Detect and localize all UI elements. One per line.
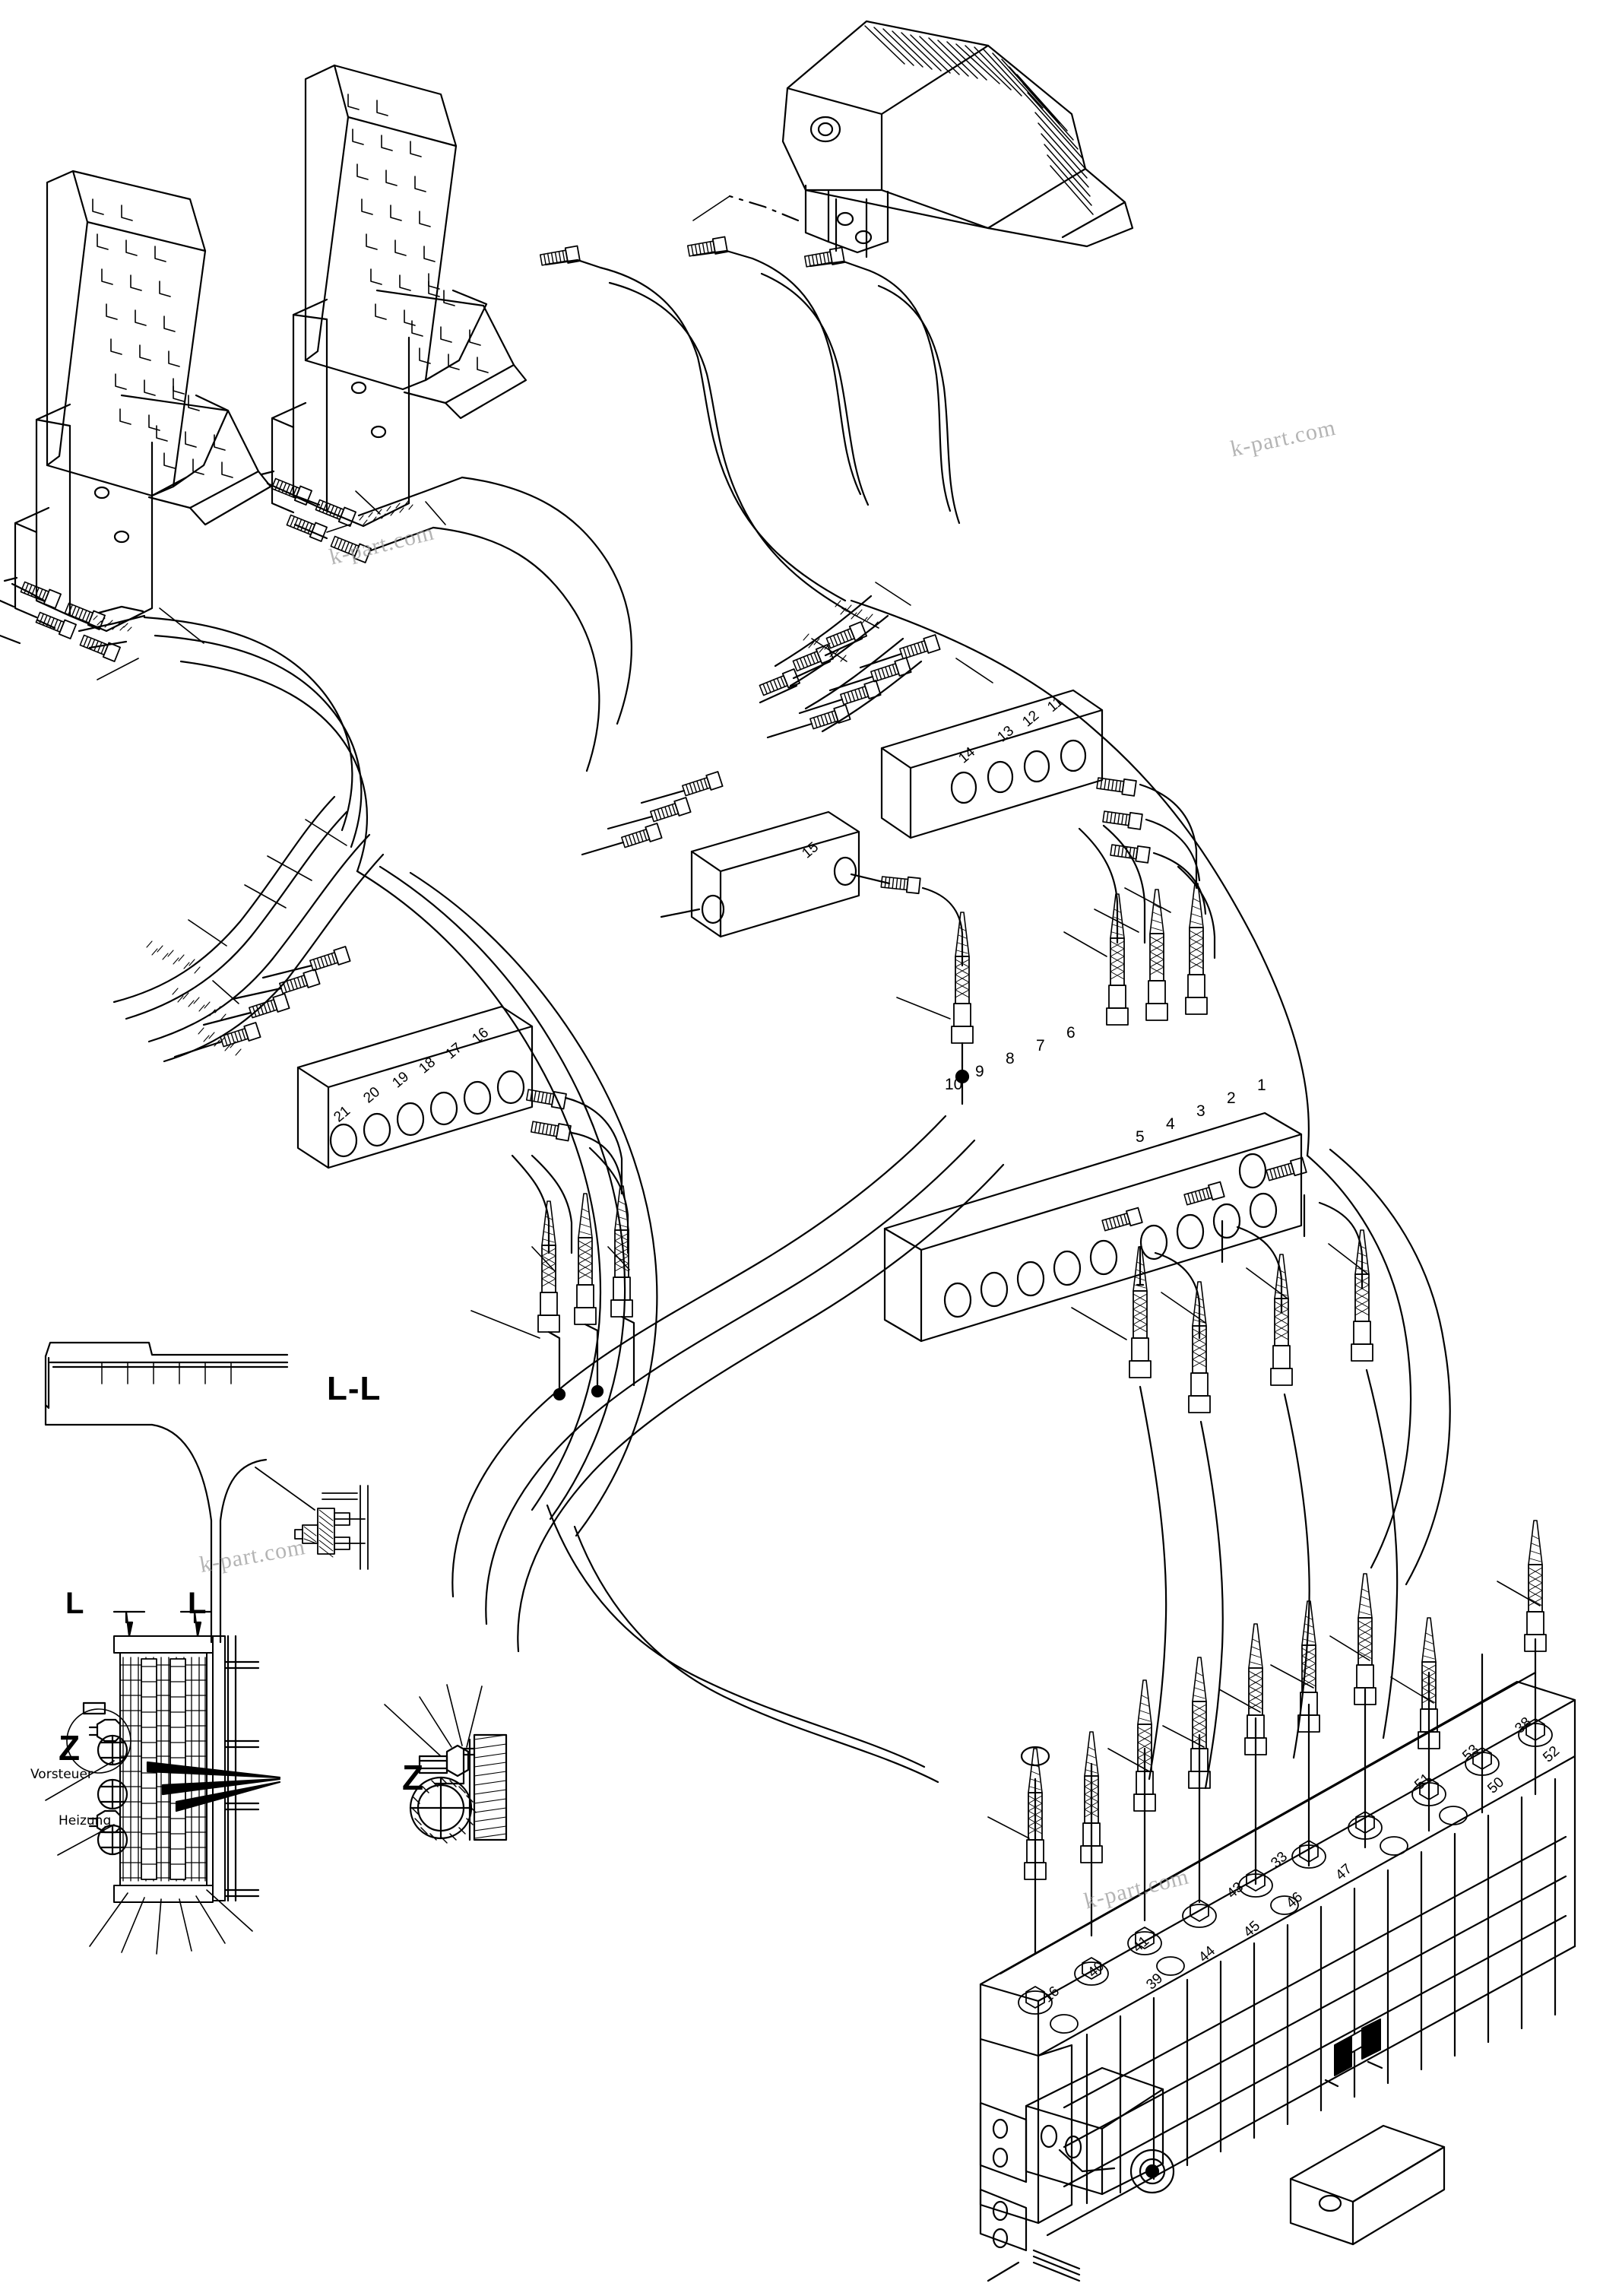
annotation-vorsteuer: Vorsteuer bbox=[30, 1767, 93, 1782]
manifold-port-label-3: 3 bbox=[1196, 1102, 1205, 1120]
section-mark-l-right: L bbox=[188, 1587, 207, 1620]
annotation-heizung: Heizung bbox=[59, 1813, 112, 1828]
manifold-port-label-10: 10 bbox=[945, 1076, 963, 1093]
manifold-port-label-2: 2 bbox=[1227, 1089, 1236, 1107]
manifold-port-label-8: 8 bbox=[1006, 1050, 1015, 1067]
detail-mark-z-left: Z bbox=[59, 1728, 81, 1768]
manifold-port-label-9: 9 bbox=[975, 1063, 984, 1080]
detail-mark-z-right: Z bbox=[402, 1758, 424, 1797]
manifold-port-label-5: 5 bbox=[1136, 1128, 1145, 1146]
manifold-port-label-4: 4 bbox=[1166, 1115, 1175, 1133]
section-label-ll: L-L bbox=[327, 1370, 382, 1407]
manifold-port-label-7: 7 bbox=[1036, 1037, 1045, 1054]
manifold-port-label-6: 6 bbox=[1066, 1024, 1076, 1042]
section-mark-l-left: L bbox=[65, 1587, 84, 1620]
manifold-port-label-1: 1 bbox=[1257, 1077, 1266, 1094]
